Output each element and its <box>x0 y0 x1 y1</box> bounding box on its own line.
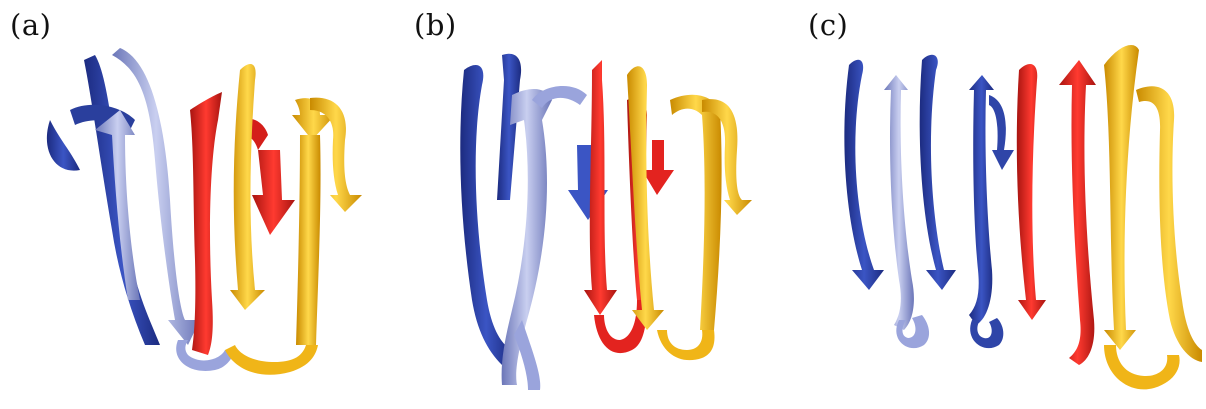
yellow-strand-2-body <box>296 135 321 345</box>
red-arrow <box>642 140 674 195</box>
dark-blue-strand-2 <box>497 54 521 200</box>
dark-blue-loop <box>47 120 80 171</box>
yellow-loop <box>225 345 318 375</box>
light-blue-loop <box>532 86 587 108</box>
red-strand <box>190 92 222 355</box>
dark-blue-strand-2 <box>920 55 956 290</box>
protein-structure-c <box>804 0 1206 409</box>
dark-blue-strand-3 <box>969 75 994 325</box>
yellow-strand-1 <box>1104 45 1139 350</box>
red-arrow <box>252 150 295 235</box>
light-blue-strand <box>884 75 914 330</box>
red-strand-2 <box>1059 60 1096 365</box>
dark-blue-strand-1 <box>844 60 884 290</box>
yellow-hook <box>1136 86 1202 362</box>
protein-structure-b <box>402 0 804 409</box>
yellow-loop <box>657 330 715 360</box>
yellow-strand-1 <box>230 64 265 310</box>
panel-a: (a) <box>0 0 402 409</box>
protein-structure-a <box>0 0 402 409</box>
dark-blue-hook <box>989 95 1014 170</box>
dark-blue-loop <box>970 318 1003 348</box>
panel-b: (b) <box>402 0 804 409</box>
yellow-strand-2 <box>670 95 722 330</box>
red-strand-1 <box>1017 64 1046 320</box>
panel-c: (c) <box>804 0 1206 409</box>
yellow-loop <box>1104 345 1180 389</box>
